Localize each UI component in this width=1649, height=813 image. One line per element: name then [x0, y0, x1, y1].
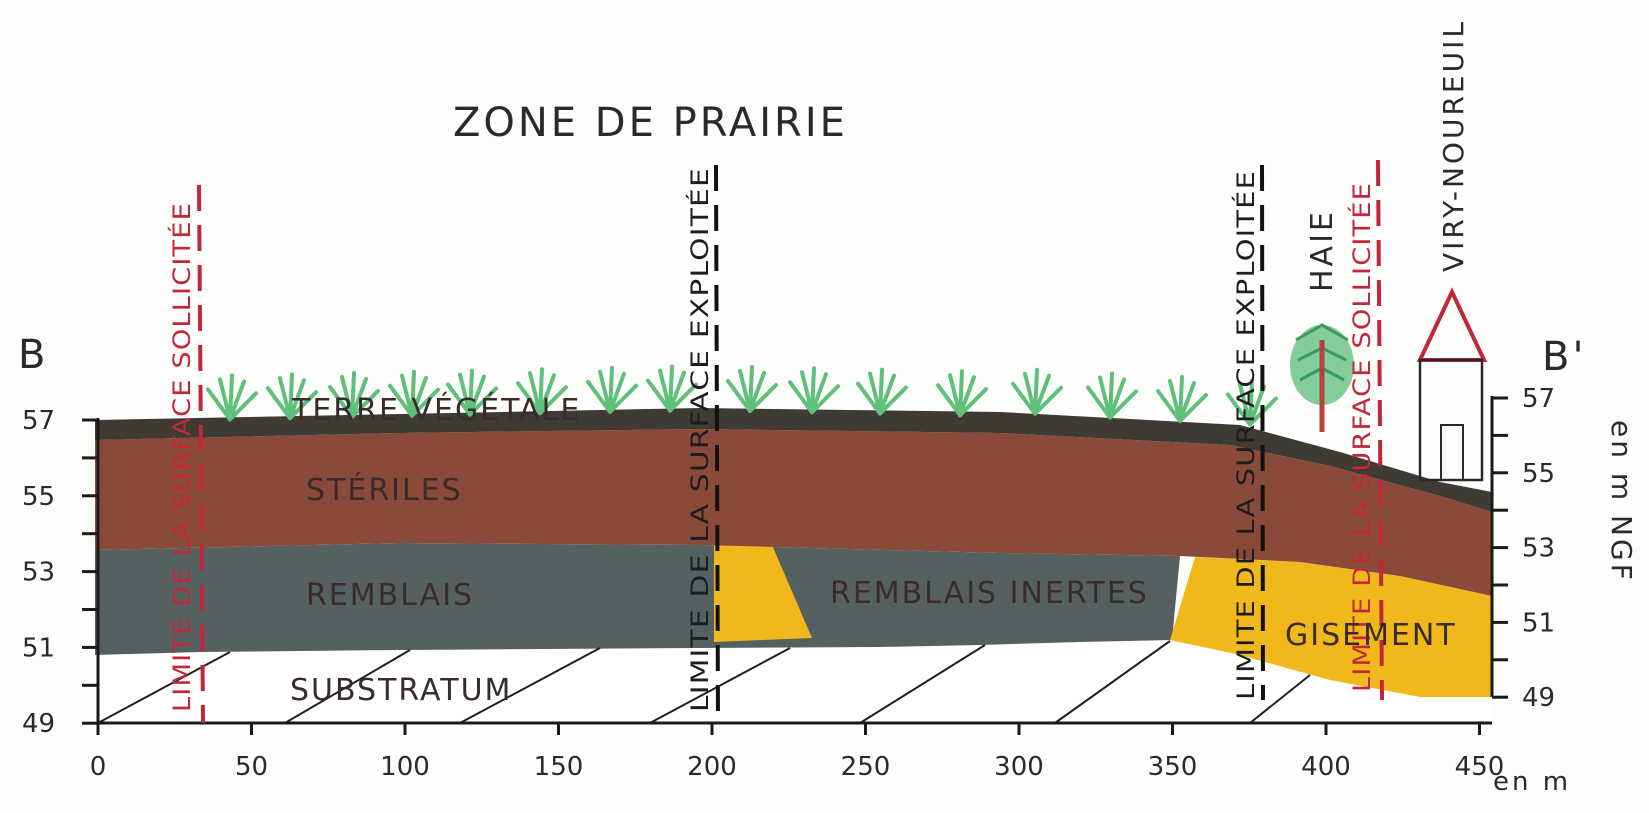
substratum-layer [98, 640, 1493, 723]
remblais-inertes-label: REMBLAIS INERTES [830, 576, 1149, 611]
grass-tuft [586, 365, 638, 414]
hedge-tree-icon [1290, 323, 1354, 432]
left-axis-ticks [82, 418, 98, 725]
grass-tuft [936, 369, 988, 418]
right-tick-label: 57 [1522, 384, 1555, 414]
east-exploited-limit-line [1260, 164, 1265, 701]
section-start-label: B [18, 332, 48, 378]
left-tick-label: 49 [22, 709, 55, 739]
west-requested-limit-line [197, 184, 205, 724]
grass-tuft [1156, 375, 1208, 423]
right-tick-label: 55 [1522, 459, 1555, 489]
east-exploited-limit-label: LIMITE DE LA SURFACE EXPLOITÉE [1231, 170, 1260, 700]
diagram-title: ZONE DE PRAIRIE [453, 100, 848, 146]
grass-tuft [788, 366, 840, 415]
x-axis-ticks [96, 723, 1481, 735]
grass-tuft [206, 373, 258, 422]
x-tick-label: 450 [1455, 752, 1505, 782]
west-requested-limit-label: LIMITE DE LA SURFACE SOLLICITÉE [167, 202, 196, 712]
west-exploited-limit-label: LIMITE DE LA SURFACE EXPLOITÉE [685, 167, 714, 712]
x-tick-label: 0 [90, 752, 107, 782]
x-tick-label: 200 [687, 752, 737, 782]
gisement-layer-east [1170, 557, 1492, 697]
left-tick-label: 51 [22, 633, 55, 663]
grass-tuft [1011, 367, 1063, 416]
right-tick-label: 53 [1522, 534, 1555, 564]
x-axis-tick-labels: 0 50 100 150 200 250 300 350 400 450 [90, 752, 1505, 782]
left-tick-label: 53 [22, 558, 55, 588]
west-exploited-limit-line [714, 164, 720, 724]
grass-tuft [1086, 371, 1138, 420]
remblais-layer [95, 543, 1180, 655]
grass-tuft [446, 368, 498, 417]
left-tick-label: 57 [22, 406, 55, 436]
right-axis-ticks [1492, 396, 1508, 699]
grass-tuft [726, 365, 778, 413]
right-tick-label: 49 [1522, 683, 1555, 713]
x-axis-unit-label: en m [1493, 767, 1571, 797]
grass-tufts [206, 364, 1278, 427]
x-tick-label: 100 [380, 752, 430, 782]
topsoil-label: TERRE VÉGÉTALE [291, 392, 581, 428]
grass-tuft [646, 364, 698, 413]
grass-tuft [856, 367, 908, 416]
gisement-layer-west [714, 545, 812, 642]
grass-tuft [388, 369, 440, 418]
remblais-label: REMBLAIS [306, 578, 474, 613]
east-requested-limit-label: LIMITE DE LA SURFACE SOLLICITÉE [1347, 182, 1376, 692]
steriles-label: STÉRILES [306, 472, 463, 508]
left-tick-label: 55 [22, 482, 55, 512]
gisement-label: GISEMENT [1285, 618, 1457, 653]
east-requested-limit-line [1376, 159, 1384, 701]
grass-tuft [516, 367, 568, 416]
steriles-layer [95, 429, 1492, 596]
topsoil-layer [95, 408, 1492, 512]
substratum-hatching [97, 640, 1311, 724]
house-icon [1416, 287, 1488, 482]
hedge-label: HAIE [1305, 209, 1340, 292]
grass-tuft [328, 370, 380, 419]
x-tick-label: 50 [235, 752, 268, 782]
grass-tuft [266, 372, 318, 421]
x-tick-label: 400 [1301, 752, 1351, 782]
grass-tuft [1226, 378, 1278, 427]
x-tick-label: 150 [534, 752, 584, 782]
village-label: VIRY-NOUREUIL [1437, 19, 1470, 272]
right-axis-unit-label: en m NGF [1605, 420, 1638, 583]
left-axis-tick-labels: 57 55 53 51 49 [22, 406, 55, 739]
right-axis-tick-labels: 57 55 53 51 49 [1522, 384, 1555, 713]
right-tick-label: 51 [1522, 608, 1555, 638]
section-end-label: B' [1542, 334, 1586, 380]
x-tick-label: 300 [994, 752, 1044, 782]
x-tick-label: 350 [1148, 752, 1198, 782]
substratum-label: SUBSTRATUM [290, 673, 512, 708]
x-tick-label: 250 [841, 752, 891, 782]
